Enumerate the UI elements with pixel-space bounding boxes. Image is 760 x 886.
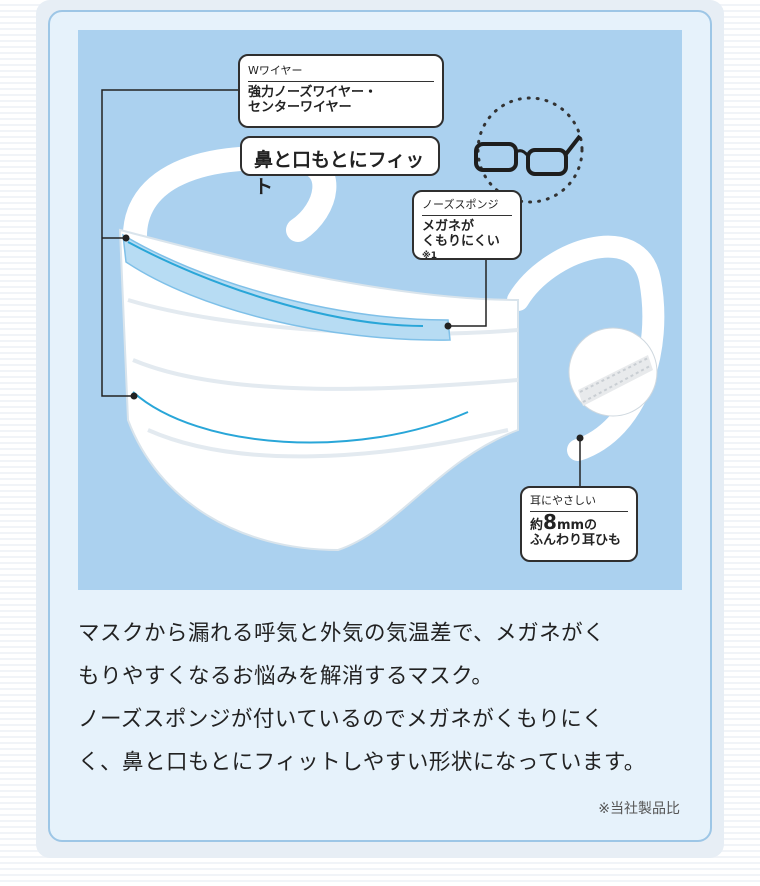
description-line1: マスクから漏れる呼気と外気の気温差で、メガネがく bbox=[78, 621, 606, 646]
sponge-mark: ※1 bbox=[422, 251, 438, 261]
sponge-line2: くもりにくい bbox=[422, 234, 500, 249]
wire-line1: 強力ノーズワイヤー・ bbox=[248, 85, 377, 100]
fit-text: 鼻と口もとにフィット bbox=[254, 149, 425, 198]
wire-bracket bbox=[101, 89, 238, 397]
pleat-2 bbox=[132, 358, 519, 391]
label-fit: 鼻と口もとにフィット bbox=[240, 136, 440, 198]
description-line2: もりやすくなるお悩みを解消するマスク。 bbox=[78, 664, 494, 689]
glasses-icon bbox=[474, 134, 582, 176]
description: マスクから漏れる呼気と外気の気温差で、メガネがく もりやすくなるお悩みを解消する… bbox=[78, 612, 698, 784]
ear-line1: 約8mmの bbox=[530, 512, 628, 533]
label-ear-loop: 耳にやさしい 約8mmの ふんわり耳ひも bbox=[520, 486, 638, 562]
wire-title: Wワイヤー bbox=[248, 64, 303, 77]
description-line4: く、鼻と口もとにフィットしやすい形状になっています。 bbox=[78, 750, 646, 775]
mask-drawing bbox=[101, 89, 665, 552]
ear-loop-right bbox=[507, 235, 665, 461]
nose-wire bbox=[127, 241, 424, 327]
ear-number: 8 bbox=[543, 510, 557, 534]
footnote: ※当社製品比 bbox=[598, 801, 680, 817]
center-wire bbox=[132, 391, 469, 444]
label-nose-sponge: ノーズスポンジ メガネが くもりにくい ※1 bbox=[412, 190, 522, 261]
sponge-line1: メガネが bbox=[422, 219, 475, 234]
description-line3: ノーズスポンジが付いているのでメガネがくもりにく bbox=[78, 707, 604, 732]
ear-prefix: 約 bbox=[530, 518, 544, 533]
ear-title: 耳にやさしい bbox=[530, 494, 596, 507]
wire-line2: センターワイヤー bbox=[248, 100, 352, 115]
ear-line2: ふんわり耳ひも bbox=[530, 533, 622, 548]
mask-illustration: Wワイヤー 強力ノーズワイヤー・ センターワイヤー 鼻と口もとにフィット ノーズ… bbox=[78, 30, 682, 590]
pleat-3 bbox=[147, 428, 509, 459]
nose-sponge bbox=[122, 233, 451, 341]
sponge-title: ノーズスポンジ bbox=[422, 198, 499, 211]
label-w-wire: Wワイヤー 強力ノーズワイヤー・ センターワイヤー bbox=[238, 54, 444, 128]
sponge-line2-wrap: くもりにくい ※1 bbox=[422, 234, 512, 264]
ear-unit: mmの bbox=[556, 518, 598, 533]
